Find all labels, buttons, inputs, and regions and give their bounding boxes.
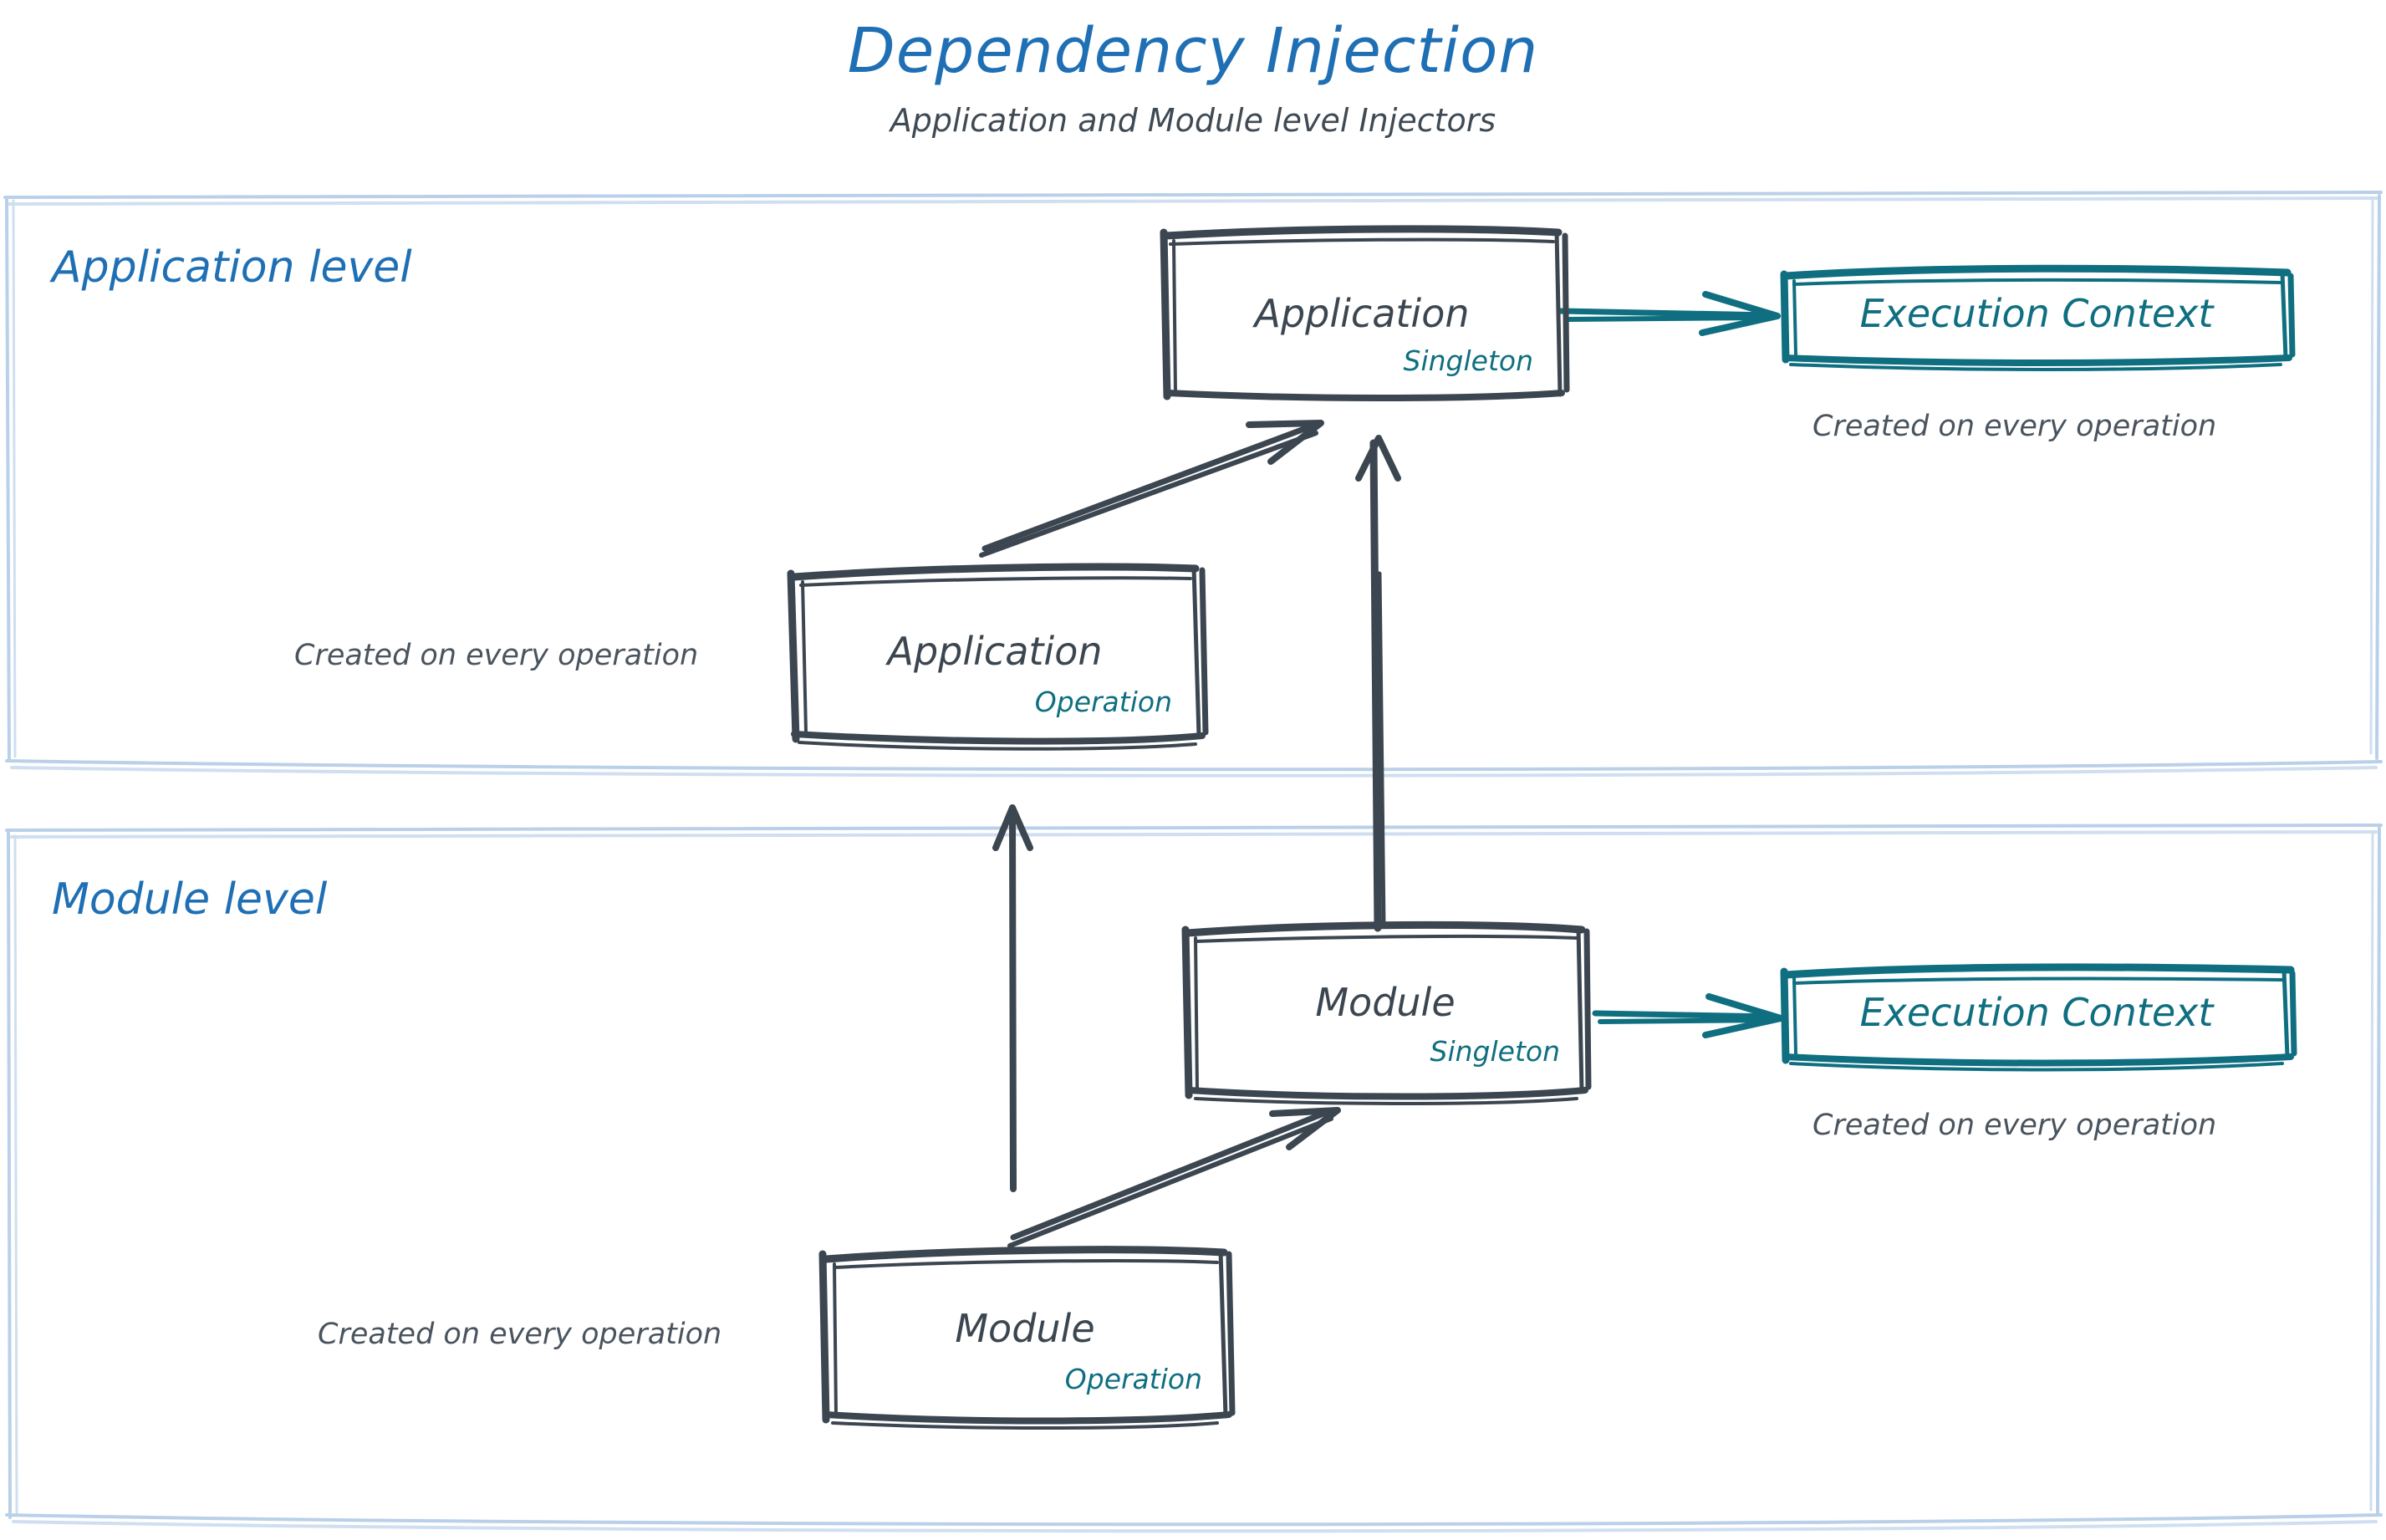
section-label-module-level: Module level [52,875,328,925]
node-frame-module-singleton [1181,920,1592,1105]
node-title-module-operation: Module [955,1306,1095,1351]
node-scope-application-operation: Operation [1034,686,1172,718]
note-application-operation: Created on every operation [294,639,699,672]
note-module-operation: Created on every operation [318,1318,722,1351]
edge-app-singleton-to-exec-context [1557,291,1781,336]
node-scope-module-singleton: Singleton [1430,1035,1561,1068]
node-title-application-operation: Application [887,629,1103,674]
node-frame-application-operation [787,563,1209,751]
node-title-application-singleton: Application [1254,291,1470,336]
node-scope-module-operation: Operation [1064,1363,1202,1395]
container-application-level [3,191,2383,778]
note-module-execution-context: Created on every operation [1812,1109,2217,1142]
edge-module-operation-to-module-singleton [1007,1107,1341,1248]
container-module-level [5,824,2383,1533]
edge-module-singleton-to-exec-context [1592,993,1784,1038]
section-label-application-level: Application level [52,242,412,293]
page-title: Dependency Injection [847,15,1539,87]
node-frame-module-operation [818,1246,1236,1430]
node-frame-application-execution-context [1780,264,2296,371]
node-frame-application-singleton [1160,225,1570,401]
note-application-execution-context: Created on every operation [1812,410,2217,443]
node-title-module-execution-context: Execution Context [1859,990,2214,1035]
node-frame-module-execution-context [1780,963,2297,1072]
node-title-module-singleton: Module [1315,980,1456,1025]
edge-module-operation-to-app-operation [992,804,1033,1192]
edge-module-singleton-to-app-singleton [1355,435,1401,932]
edge-app-operation-to-app-singleton [979,420,1324,558]
page-subtitle: Application and Module level Injectors [890,102,1496,139]
node-scope-application-singleton: Singleton [1403,344,1534,377]
node-title-application-execution-context: Execution Context [1859,291,2214,336]
